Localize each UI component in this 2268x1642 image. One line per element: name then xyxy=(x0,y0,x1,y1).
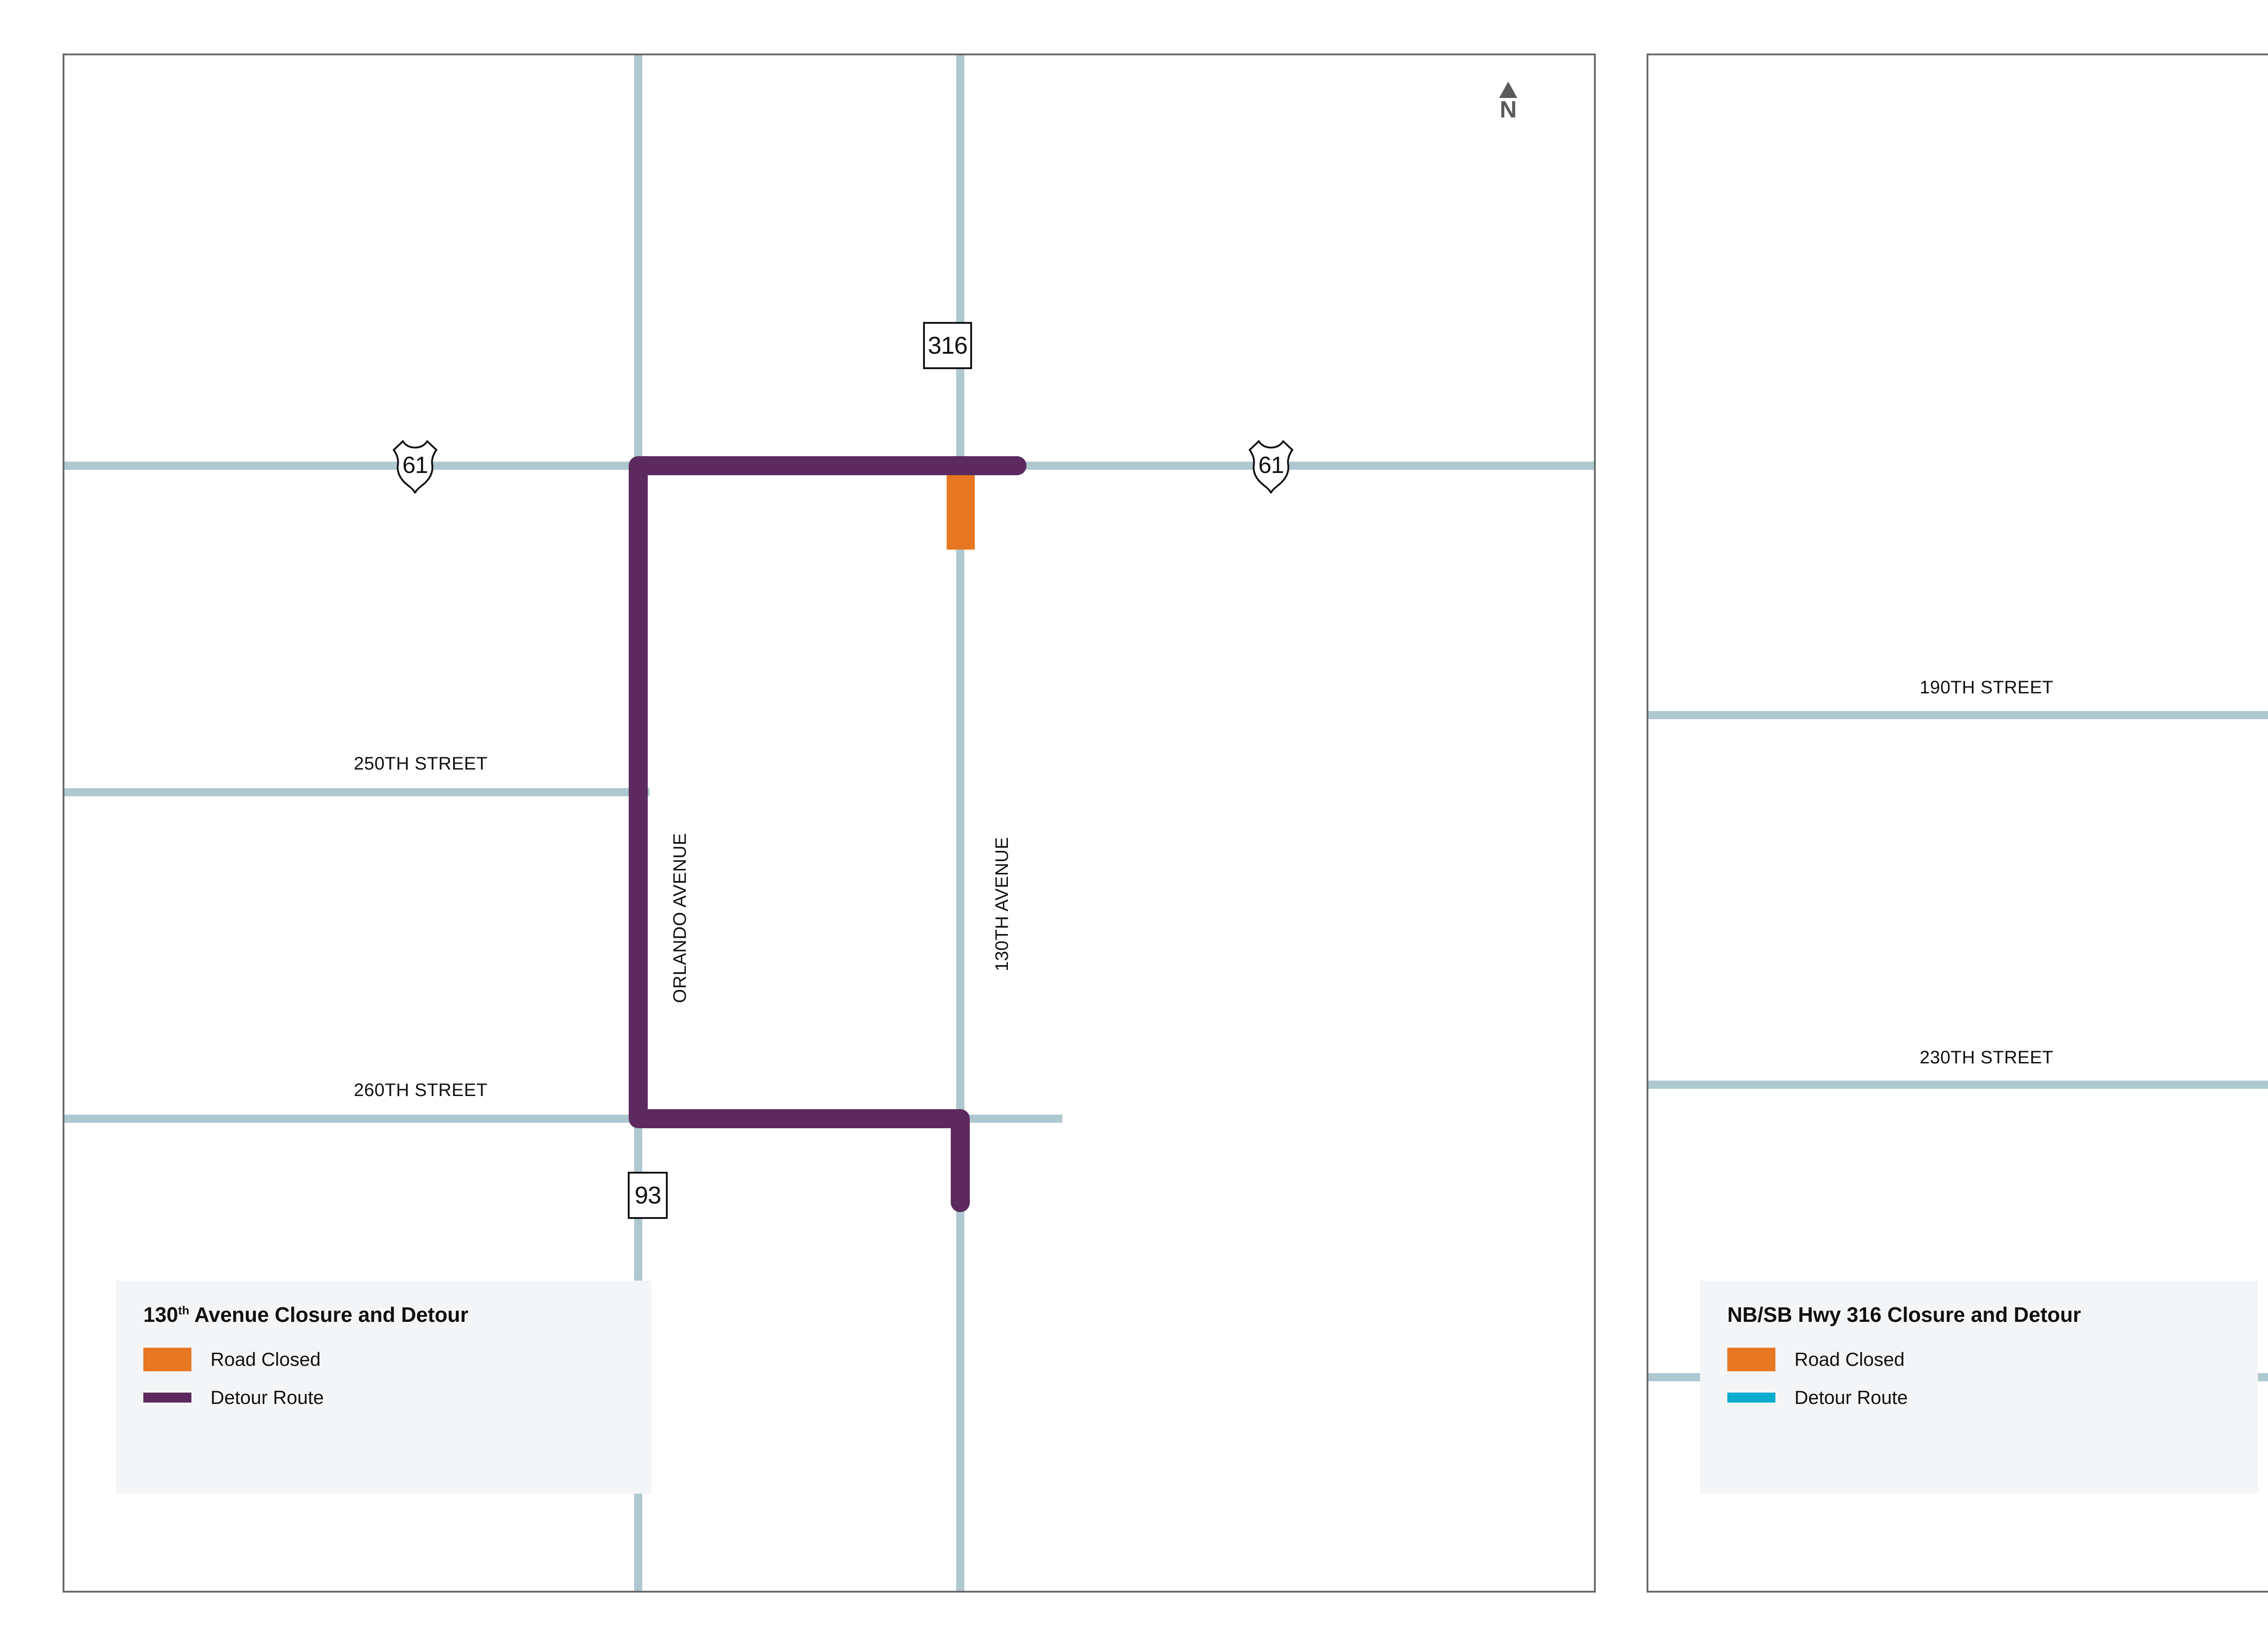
street-label-230th-street: 230TH STREET xyxy=(1920,1048,2053,1067)
legend-title-left: 130th Avenue Closure and Detour xyxy=(143,1302,624,1327)
legend-title-ordinal: th xyxy=(178,1303,190,1317)
detour-route-left xyxy=(629,456,1026,1212)
street-label-250th-street: 250TH STREET xyxy=(354,754,488,774)
legend-item-road-closed: Road Closed xyxy=(143,1348,624,1371)
legend-title-right: NB/SB Hwy 316 Closure and Detour xyxy=(1727,1302,2231,1327)
road-closed-swatch xyxy=(1727,1348,1775,1371)
legend-item-label: Road Closed xyxy=(1794,1349,1905,1370)
route-marker-label: 93 xyxy=(634,1182,661,1209)
road-closed-marker-left xyxy=(947,466,975,550)
north-arrow-icon xyxy=(1499,82,1517,98)
legend-item-label: Detour Route xyxy=(210,1387,324,1408)
legend-title-rest: Avenue Closure and Detour xyxy=(189,1303,469,1326)
street-label-190th-street: 190TH STREET xyxy=(1920,677,2053,697)
route-marker-label: 316 xyxy=(928,332,968,359)
route-marker-93-left: 93 xyxy=(628,1172,668,1219)
legend-title-prefix: 130 xyxy=(143,1303,178,1326)
route-marker-316-left: 316 xyxy=(923,322,972,369)
detour-route-swatch xyxy=(143,1393,191,1403)
legend-item-detour-route: Detour Route xyxy=(1727,1387,2231,1408)
us-shield-outline xyxy=(392,440,438,493)
legend-title-rest: NB/SB Hwy 316 Closure and Detour xyxy=(1727,1303,2081,1326)
legend-item-label: Detour Route xyxy=(1794,1387,1908,1408)
route-marker-61-east-left: 61 xyxy=(1246,440,1295,493)
road-closed-swatch xyxy=(143,1348,191,1371)
map-panel-left: 316 93 61 61 250TH STREET 260TH STREET O… xyxy=(63,54,1596,1593)
route-marker-label: 61 xyxy=(402,452,428,478)
legend-item-label: Road Closed xyxy=(210,1349,321,1370)
street-label-130th-avenue: 130TH AVENUE xyxy=(992,837,1012,972)
route-marker-label: 61 xyxy=(1258,452,1284,478)
legend-item-road-closed: Road Closed xyxy=(1727,1348,2231,1371)
map-panel-right: 91 316 68 91 316 61 61 190TH STREET xyxy=(1647,54,2268,1593)
street-label-260th-street: 260TH STREET xyxy=(354,1080,488,1100)
street-label-orlando-avenue: ORLANDO AVENUE xyxy=(670,833,690,1003)
legend-right: NB/SB Hwy 316 Closure and Detour Road Cl… xyxy=(1700,1281,2258,1494)
north-arrow-label: N xyxy=(1500,97,1517,123)
north-arrow-left: N xyxy=(1492,82,1524,122)
legend-item-detour-route: Detour Route xyxy=(143,1387,624,1408)
route-marker-61-west-left: 61 xyxy=(391,440,440,493)
detour-route-swatch xyxy=(1727,1393,1775,1403)
us-shield-outline xyxy=(1248,440,1294,493)
legend-left: 130th Avenue Closure and Detour Road Clo… xyxy=(116,1281,651,1494)
